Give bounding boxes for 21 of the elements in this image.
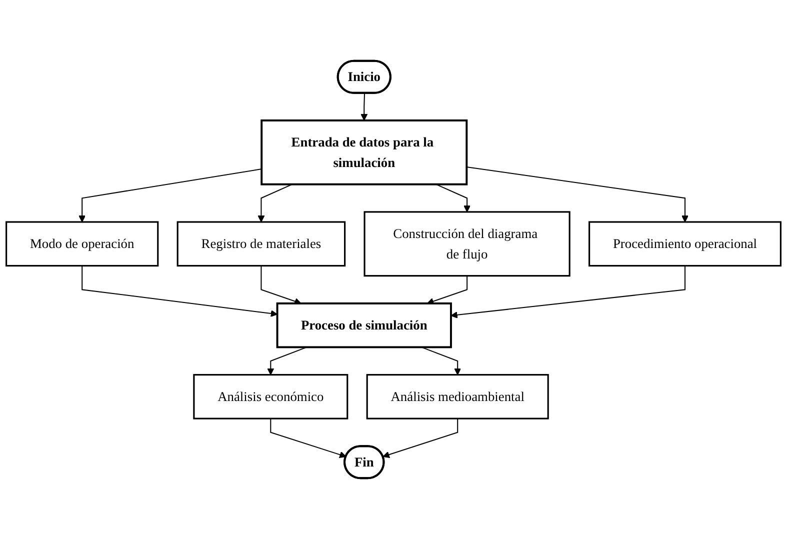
arrow xyxy=(382,418,458,458)
node-box: Análisis económico xyxy=(193,374,348,420)
arrow xyxy=(466,166,688,222)
arrow xyxy=(258,184,292,222)
arrow xyxy=(267,346,307,376)
node-box: Construcción del diagrama de flujo xyxy=(364,211,570,277)
arrow xyxy=(360,93,368,121)
node-box: Proceso de simulación xyxy=(276,302,452,348)
arrow xyxy=(426,276,468,305)
node-box: Procedimiento operacional xyxy=(588,221,782,267)
arrow xyxy=(270,418,346,458)
arrow xyxy=(450,266,686,318)
arrow xyxy=(78,168,262,222)
node-box: Entrada de datos para la simulación xyxy=(260,119,468,186)
node-box: Análisis medioambiental xyxy=(366,374,549,420)
arrow xyxy=(421,346,462,376)
node-box: Registro de materiales xyxy=(176,221,346,267)
node-box: Modo de operación xyxy=(6,221,159,267)
arrow xyxy=(260,266,302,305)
arrow xyxy=(82,266,278,317)
arrow xyxy=(436,184,471,212)
